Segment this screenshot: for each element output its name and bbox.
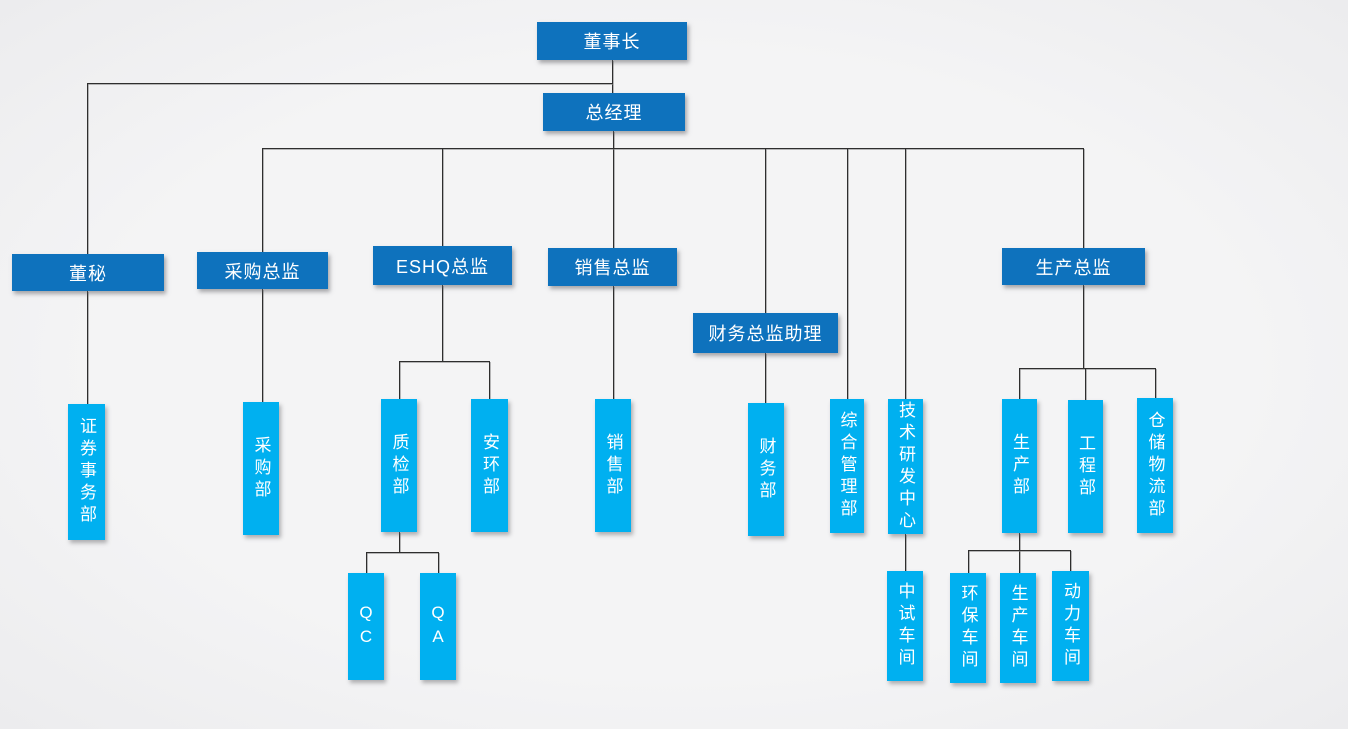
connector-line (968, 550, 969, 573)
org-node-label: 中试车间 (895, 582, 915, 670)
connector-line (489, 361, 490, 399)
org-node-label: 仓储物流部 (1145, 410, 1165, 521)
org-node-tech-rd-center[interactable]: 技术研发中心 (888, 399, 923, 534)
org-node-label: 环保车间 (958, 584, 978, 672)
connector-line (399, 532, 400, 552)
org-node-label: 生产总监 (1035, 257, 1112, 278)
org-node-label: ESHQ总监 (395, 256, 489, 277)
connector-line (87, 83, 612, 84)
org-node-procurement-director[interactable]: 采购总监 (197, 252, 328, 289)
org-node-finance-director-assistant[interactable]: 财务总监助理 (693, 313, 838, 353)
org-node-environmental-workshop[interactable]: 环保车间 (950, 573, 986, 683)
org-node-label: 证券事务部 (77, 417, 96, 527)
connector-line (366, 552, 367, 573)
org-node-label: 生产部 (1010, 433, 1029, 499)
org-node-production-director[interactable]: 生产总监 (1002, 248, 1145, 285)
connector-line (1083, 148, 1084, 248)
org-node-production-dept[interactable]: 生产部 (1002, 399, 1037, 533)
org-node-label: QC (356, 602, 376, 651)
org-node-safety-environment-dept[interactable]: 安环部 (471, 399, 508, 532)
org-node-label: 董事长 (583, 32, 641, 52)
org-node-label: 总经理 (585, 103, 643, 123)
org-node-power-workshop[interactable]: 动力车间 (1052, 571, 1089, 681)
org-node-qc[interactable]: QC (348, 573, 384, 680)
connector-line (613, 131, 614, 248)
connector-line (438, 552, 439, 573)
connector-line (1019, 368, 1155, 369)
org-node-label: 财务总监助理 (708, 324, 823, 344)
org-node-label: QA (428, 602, 448, 651)
org-node-label: 销售部 (603, 432, 623, 499)
connector-line (399, 361, 400, 399)
connector-line (968, 550, 1070, 551)
connector-line (765, 148, 766, 313)
org-node-label: 工程部 (1076, 433, 1095, 500)
connector-line (1019, 533, 1020, 573)
org-node-label: 综合管理部 (837, 411, 857, 521)
org-node-label: 安环部 (480, 432, 499, 499)
org-node-finance-dept[interactable]: 财务部 (748, 403, 784, 536)
org-node-sales-director[interactable]: 销售总监 (548, 248, 677, 286)
org-node-label: 董秘 (69, 263, 107, 284)
connector-line (366, 552, 438, 553)
connector-line (847, 148, 848, 399)
org-node-securities-affairs-dept[interactable]: 证券事务部 (68, 404, 105, 540)
org-node-label: 技术研发中心 (896, 400, 915, 533)
connector-line (905, 148, 906, 399)
org-node-chairman[interactable]: 董事长 (537, 22, 687, 60)
connector-line (262, 148, 263, 252)
connector-line (1155, 368, 1156, 398)
org-node-pilot-workshop[interactable]: 中试车间 (887, 571, 923, 681)
connector-line (399, 361, 489, 362)
org-node-label: 财务部 (756, 436, 776, 503)
org-node-label: 采购总监 (224, 261, 301, 282)
connector-line (612, 60, 613, 93)
connector-line (905, 534, 906, 571)
org-node-general-manager[interactable]: 总经理 (543, 93, 685, 131)
org-node-label: 质检部 (389, 432, 409, 499)
connector-line (442, 285, 443, 361)
connector-line (87, 291, 88, 404)
org-node-label: 销售总监 (574, 258, 651, 278)
connector-line (1070, 550, 1071, 571)
org-node-eshq-director[interactable]: ESHQ总监 (373, 246, 512, 285)
org-node-procurement-dept[interactable]: 采购部 (243, 402, 279, 535)
connector-line (442, 148, 443, 246)
connector-line (262, 148, 1083, 149)
org-node-label: 生产车间 (1008, 584, 1028, 672)
org-node-engineering-dept[interactable]: 工程部 (1068, 400, 1103, 533)
org-node-general-management-dept[interactable]: 综合管理部 (830, 399, 864, 533)
org-node-quality-inspection-dept[interactable]: 质检部 (381, 399, 417, 532)
connector-line (1085, 368, 1086, 400)
org-node-label: 动力车间 (1061, 582, 1080, 670)
connector-line (1083, 285, 1084, 368)
connector-line (262, 289, 263, 402)
org-node-production-workshop[interactable]: 生产车间 (1000, 573, 1036, 683)
connector-line (1019, 368, 1020, 399)
org-node-warehouse-logistics-dept[interactable]: 仓储物流部 (1137, 398, 1173, 533)
org-node-board-secretary[interactable]: 董秘 (12, 254, 164, 291)
org-node-sales-dept[interactable]: 销售部 (595, 399, 631, 532)
connector-line (87, 83, 88, 254)
org-node-qa[interactable]: QA (420, 573, 456, 680)
connector-line (765, 353, 766, 403)
connector-line (613, 286, 614, 399)
org-node-label: 采购部 (251, 435, 271, 502)
